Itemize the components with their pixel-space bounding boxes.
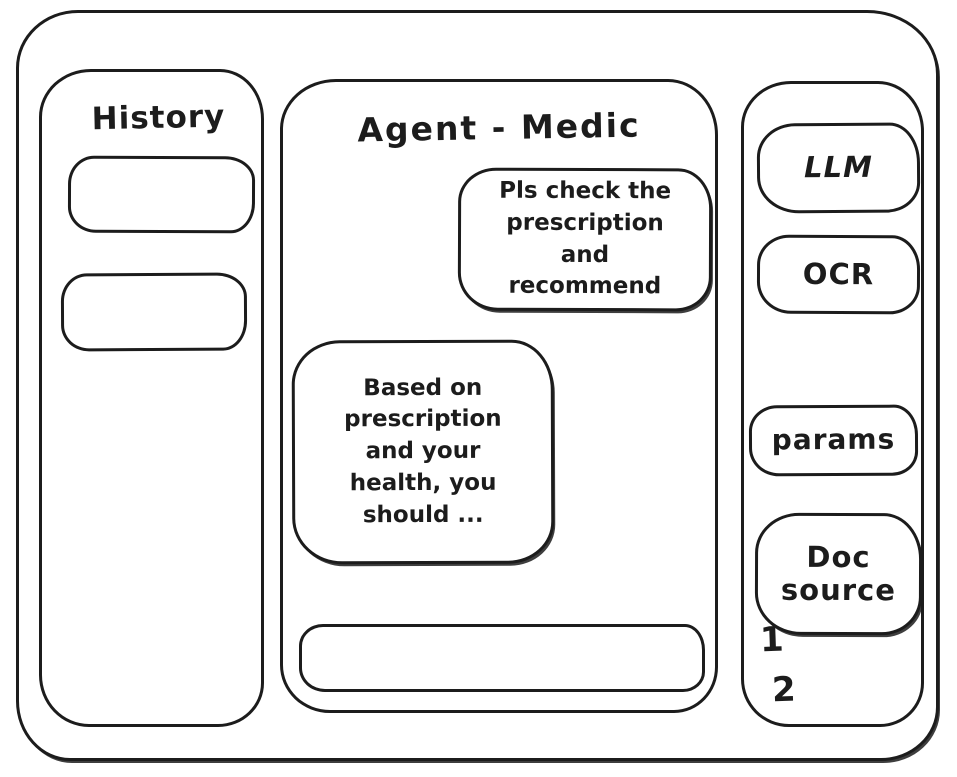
doc-source-button[interactable]: Doc source <box>754 512 923 636</box>
app-frame: History Agent - Medic Pls check the pres… <box>16 10 939 761</box>
assistant-message-bubble: Based on prescription and your health, y… <box>291 339 555 565</box>
user-message-text: Pls check the prescription and recommend <box>499 177 672 300</box>
chat-panel: Agent - Medic Pls check the prescription… <box>280 79 718 713</box>
history-title: History <box>91 98 226 138</box>
doc-source-item[interactable]: 1 <box>759 619 785 661</box>
llm-button[interactable]: LLM <box>756 122 921 214</box>
history-panel: History <box>39 69 264 727</box>
params-button[interactable]: params <box>748 404 919 477</box>
history-item[interactable] <box>60 272 248 352</box>
doc-source-item[interactable]: 2 <box>771 669 797 711</box>
ocr-button[interactable]: OCR <box>756 234 921 315</box>
message-input[interactable] <box>299 624 705 692</box>
chat-title: Agent - Medic <box>357 105 641 150</box>
history-item[interactable] <box>67 155 256 234</box>
user-message-bubble: Pls check the prescription and recommend <box>457 167 713 312</box>
assistant-message-text: Based on prescription and your health, y… <box>344 374 502 528</box>
tools-panel: LLM OCR params Doc source 1 2 <box>741 81 924 727</box>
